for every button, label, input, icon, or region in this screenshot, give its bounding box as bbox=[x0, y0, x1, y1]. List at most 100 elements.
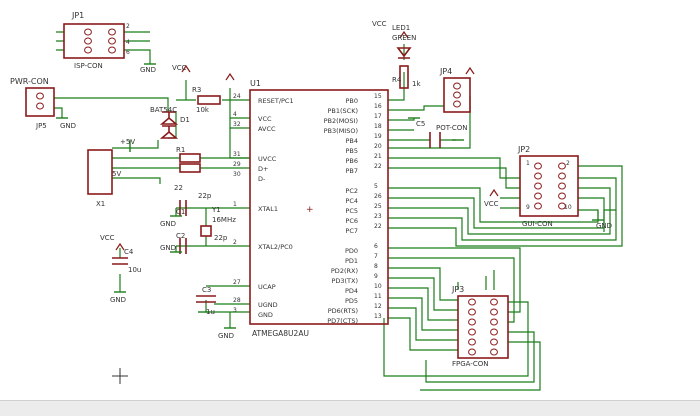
u1-pin-number: 24 bbox=[233, 93, 241, 100]
u1-pin-name: PB0 bbox=[345, 97, 358, 105]
d1-body[interactable] bbox=[159, 111, 179, 139]
gnd-label-jp1: GND bbox=[140, 66, 156, 74]
r2-body[interactable] bbox=[179, 163, 201, 173]
u1-pin-name: PD4 bbox=[345, 287, 358, 295]
u1-origin-mark: + bbox=[306, 205, 314, 215]
jp5-name: PWR-CON bbox=[10, 77, 49, 86]
led1-value: GREEN bbox=[392, 34, 416, 42]
led1-body[interactable] bbox=[396, 47, 412, 59]
p5v-label: +5V bbox=[120, 138, 135, 146]
c4-body[interactable] bbox=[112, 257, 128, 265]
u1-pin-number: 27 bbox=[233, 279, 241, 286]
vcc-label-led: VCC bbox=[372, 20, 387, 28]
u1-part: ATMEGA8U2AU bbox=[252, 329, 309, 338]
c5-body[interactable] bbox=[429, 132, 441, 148]
crystal-ref: Y1 bbox=[211, 206, 221, 214]
u1-pin-number: 31 bbox=[233, 151, 241, 158]
header-pin bbox=[453, 91, 461, 99]
usb-5v: 5V bbox=[112, 170, 121, 178]
r4-value: 1k bbox=[412, 80, 421, 88]
jp1-ref: JP1 bbox=[71, 11, 84, 20]
u1-pin-name: PB3(MISO) bbox=[324, 127, 358, 135]
u1-pin-name: PB6 bbox=[345, 157, 358, 165]
u1-pin-number: 25 bbox=[374, 203, 382, 210]
header-pin bbox=[534, 192, 542, 200]
u1-body[interactable] bbox=[249, 89, 389, 325]
jp1-pin2: 2 bbox=[126, 23, 130, 30]
schematic-canvas[interactable]: U1 ATMEGA8U2AU JP1 ISP-CON 2 4 6 PWR-CON… bbox=[0, 0, 700, 400]
jp2-pin10: 10 bbox=[564, 204, 572, 211]
u1-pin-name: PD6(RTS) bbox=[328, 307, 358, 315]
header-pin bbox=[534, 172, 542, 180]
header-pin bbox=[558, 182, 566, 190]
u1-pin-number: 23 bbox=[374, 213, 382, 220]
u1-pin-name: PD3(TX) bbox=[331, 277, 358, 285]
u1-pin-number: 12 bbox=[374, 303, 382, 310]
jp5-ref: JP5 bbox=[35, 122, 47, 130]
jp3-ref: JP3 bbox=[451, 285, 464, 294]
net-wires bbox=[54, 31, 623, 391]
header-pin bbox=[490, 348, 498, 356]
u1-pin-name: D- bbox=[258, 175, 266, 183]
header-pin bbox=[468, 348, 476, 356]
u1-pin-name: PD7(CTS) bbox=[327, 317, 358, 325]
jp1-name: ISP-CON bbox=[74, 62, 103, 70]
u1-pin-number: 13 bbox=[374, 313, 382, 320]
u1-pin-name: UGND bbox=[258, 301, 278, 309]
header-pin bbox=[84, 28, 92, 36]
jp4-body[interactable] bbox=[443, 77, 471, 113]
header-pin bbox=[558, 172, 566, 180]
crystal-value: 16MHz bbox=[212, 216, 236, 224]
c3-body[interactable] bbox=[196, 295, 216, 303]
header-pin bbox=[453, 82, 461, 90]
c1-body[interactable] bbox=[179, 200, 187, 216]
u1-pin-number: 5 bbox=[374, 183, 378, 190]
gnd-label-c2: GND bbox=[160, 244, 176, 252]
u1-pin-number: 1 bbox=[233, 201, 237, 208]
header-pin bbox=[108, 46, 116, 54]
r3-body[interactable] bbox=[197, 95, 221, 105]
u1-pin-number: 17 bbox=[374, 113, 382, 120]
c3-ref: C3 bbox=[202, 286, 211, 294]
c4-value: 10u bbox=[128, 266, 141, 274]
u1-pin-name: RESET/PC1 bbox=[258, 97, 294, 105]
jp2-body[interactable] bbox=[519, 155, 579, 217]
origin-crosshair-icon bbox=[112, 368, 128, 384]
header-pin bbox=[490, 298, 498, 306]
r4-body[interactable] bbox=[399, 65, 409, 89]
header-pin bbox=[453, 100, 461, 108]
vcc-label-jp2: VCC bbox=[484, 200, 499, 208]
u1-pin-number: 22 bbox=[374, 163, 382, 170]
header-pin bbox=[558, 202, 566, 210]
part-outlines bbox=[25, 23, 579, 359]
header-pin bbox=[468, 328, 476, 336]
u1-pin-name: UVCC bbox=[258, 155, 277, 163]
gnd-label-jp2: GND bbox=[596, 222, 612, 230]
u1-pin-number: 21 bbox=[374, 153, 382, 160]
u1-pin-name: PD1 bbox=[345, 257, 358, 265]
u1-pins: RESET/PC124VCC4AVCC32UVCC31D+29D-30XTAL1… bbox=[233, 93, 382, 325]
c4-ref: C4 bbox=[124, 248, 134, 256]
crystal-body[interactable] bbox=[200, 225, 212, 237]
header-pin bbox=[534, 182, 542, 190]
r1-body[interactable] bbox=[179, 153, 201, 163]
jp1-body[interactable] bbox=[63, 23, 125, 59]
u1-pin-name: PB1(SCK) bbox=[327, 107, 358, 115]
jp5-body[interactable] bbox=[25, 87, 55, 117]
u1-pin-number: 9 bbox=[374, 273, 378, 280]
jp2-pin9: 9 bbox=[526, 204, 530, 211]
gnd-label-c1: GND bbox=[160, 220, 176, 228]
u1-pin-number: 30 bbox=[233, 171, 241, 178]
usb-body[interactable] bbox=[87, 149, 113, 195]
jp4-name: POT-CON bbox=[436, 124, 468, 132]
u1-pin-number: 8 bbox=[374, 263, 378, 270]
r1-ref: R1 bbox=[176, 146, 185, 154]
u1-pin-name: PB5 bbox=[345, 147, 358, 155]
u1-pin-name: PD2(RX) bbox=[331, 267, 358, 275]
u1-pin-name: PD5 bbox=[345, 297, 358, 305]
u1-pin-name: UCAP bbox=[258, 283, 276, 291]
u1-pin-number: 10 bbox=[374, 283, 382, 290]
ground-symbols bbox=[56, 63, 604, 329]
jp3-body[interactable] bbox=[457, 295, 509, 359]
d1-value: BAT54C bbox=[150, 106, 177, 114]
